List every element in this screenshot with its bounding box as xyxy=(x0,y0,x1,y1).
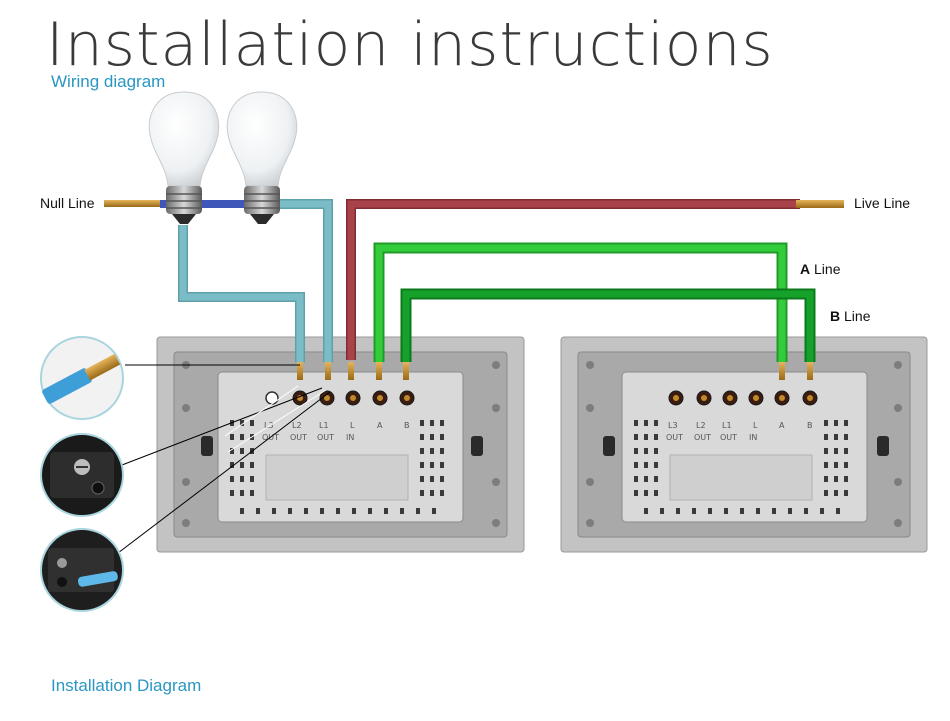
terminal-labels-right: L3 L2 L1 L A B OUT OUT OUT IN xyxy=(666,421,813,442)
b-line-suffix: Line xyxy=(840,308,871,324)
terminal-label: L3 xyxy=(264,421,274,430)
b-line-letter: B xyxy=(830,308,841,324)
wire-ends xyxy=(297,362,813,380)
panel-rivets xyxy=(586,361,902,527)
b-line-label: B Line xyxy=(830,308,870,324)
switch-panel-left xyxy=(156,336,525,553)
terminal-sublabel: OUT xyxy=(290,433,307,442)
terminal-sublabel: OUT xyxy=(694,433,711,442)
wire-insert-detail-icon xyxy=(40,528,124,612)
wire-strip-detail-icon xyxy=(40,336,124,420)
page-title: Installation instructions xyxy=(46,10,774,80)
mount-slot xyxy=(471,436,483,456)
mount-slot xyxy=(603,436,615,456)
terminal-label: L3 xyxy=(668,421,678,430)
terminal-label: A xyxy=(377,421,383,430)
terminal-label: L1 xyxy=(722,421,732,430)
terminal-label: L xyxy=(753,421,758,430)
terminal-label: L2 xyxy=(292,421,302,430)
live-line-label: Live Line xyxy=(854,195,911,211)
a-line-letter: A xyxy=(800,261,811,277)
a-line-label: A Line xyxy=(800,261,840,277)
terminal-sublabel: IN xyxy=(346,433,354,442)
b-line-wire xyxy=(400,288,816,362)
callout-lines-highlight xyxy=(224,385,327,453)
a-line-wire xyxy=(373,242,788,362)
switch-panel-right xyxy=(560,336,928,553)
terminal-label: A xyxy=(779,421,785,430)
lamp-wires xyxy=(178,199,333,362)
terminal-label: L2 xyxy=(696,421,706,430)
terminal-label: B xyxy=(404,421,410,430)
module-label-area xyxy=(669,454,813,501)
terminal-sublabel: OUT xyxy=(666,433,683,442)
terminal-block-right xyxy=(668,390,818,406)
callout-lines xyxy=(117,364,331,554)
panel-rivets xyxy=(182,361,500,527)
terminal-screw-detail-icon xyxy=(40,433,124,517)
installation-diagram-caption: Installation Diagram xyxy=(51,676,202,695)
terminal-label: L xyxy=(350,421,355,430)
null-line-wire xyxy=(104,200,272,208)
terminal-sublabel: OUT xyxy=(317,433,334,442)
terminal-sublabel: IN xyxy=(749,433,757,442)
vent-grid xyxy=(634,420,848,514)
terminal-label: L1 xyxy=(319,421,329,430)
light-bulb-icon xyxy=(148,91,220,224)
terminal-label: B xyxy=(807,421,813,430)
null-line-label: Null Line xyxy=(40,195,95,211)
mount-slot xyxy=(877,436,889,456)
wiring-diagram-subtitle: Wiring diagram xyxy=(51,72,166,91)
live-line-wire xyxy=(346,199,844,360)
mount-slot xyxy=(201,436,213,456)
light-bulb-icon xyxy=(226,91,298,224)
a-line-suffix: Line xyxy=(810,261,841,277)
module-label-area xyxy=(265,454,409,501)
terminal-sublabel: OUT xyxy=(720,433,737,442)
